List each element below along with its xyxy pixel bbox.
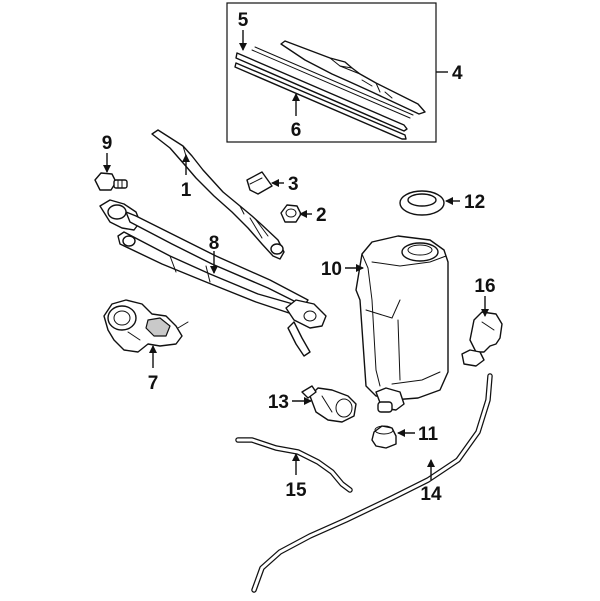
reservoir-cap	[399, 190, 445, 216]
arm-nut	[280, 204, 302, 223]
callout-9: 9	[102, 133, 113, 154]
callout-10: 10	[321, 259, 342, 280]
callout-5: 5	[238, 10, 249, 31]
callout-3: 3	[288, 174, 299, 195]
arm-cap	[246, 171, 273, 195]
callout-12: 12	[464, 192, 485, 213]
leader-lines	[103, 30, 489, 480]
callout-14: 14	[420, 484, 442, 505]
callout-8: 8	[209, 233, 220, 254]
callout-16: 16	[474, 276, 495, 297]
wiper-arm	[151, 129, 285, 260]
wiper-linkage	[99, 199, 327, 357]
callout-2: 2	[316, 205, 327, 226]
callout-11: 11	[418, 424, 439, 445]
pivot-bolt	[94, 172, 128, 191]
wiper-blade	[280, 40, 426, 115]
washer-reservoir	[355, 235, 449, 413]
washer-hose-short	[235, 437, 353, 493]
washer-nozzle	[461, 311, 503, 367]
callout-4: 4	[452, 63, 463, 84]
blade-refill	[234, 46, 414, 140]
callout-15: 15	[285, 480, 307, 501]
callout-13: 13	[268, 392, 289, 413]
callout-7: 7	[148, 373, 159, 394]
callout-labels: 1 2 3 4 5 6 7 8 9 10 11 12 13 14 15 16	[102, 10, 496, 505]
washer-pump	[301, 385, 357, 423]
level-sensor	[371, 425, 397, 449]
wiper-motor	[103, 299, 189, 353]
washer-hose-long	[251, 373, 493, 593]
callout-6: 6	[291, 120, 302, 141]
wiper-blade-inset	[226, 2, 437, 143]
callout-1: 1	[181, 180, 192, 201]
